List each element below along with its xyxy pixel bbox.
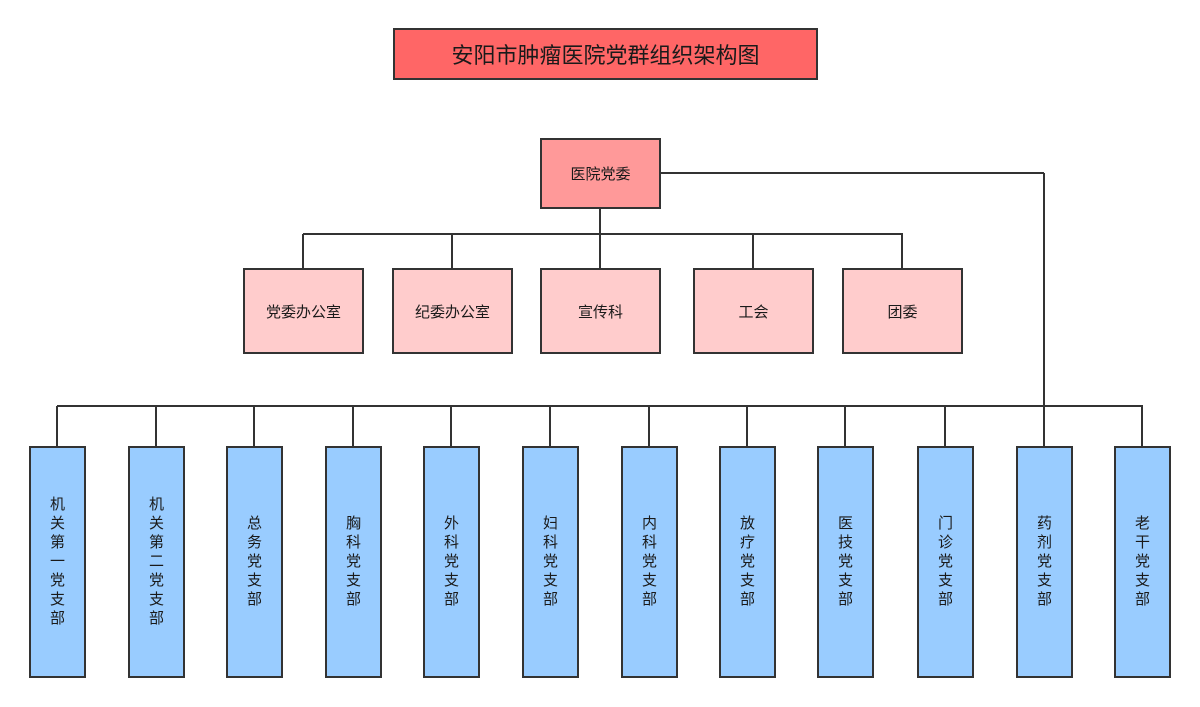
branch-node: 机关第一党支部 [29,446,86,678]
branch-node: 胸科党支部 [325,446,382,678]
dept-node: 宣传科 [540,268,661,354]
branch-node: 内科党支部 [621,446,678,678]
branch-node: 老干党支部 [1114,446,1171,678]
dept-node: 工会 [693,268,814,354]
diagram-title: 安阳市肿瘤医院党群组织架构图 [393,28,818,80]
branch-node: 药剂党支部 [1016,446,1073,678]
dept-node: 团委 [842,268,963,354]
root-node: 医院党委 [540,138,661,209]
branch-node: 总务党支部 [226,446,283,678]
branch-node: 放疗党支部 [719,446,776,678]
branch-node: 医技党支部 [817,446,874,678]
branch-node: 门诊党支部 [917,446,974,678]
branch-node: 机关第二党支部 [128,446,185,678]
dept-node: 纪委办公室 [392,268,513,354]
branch-node: 妇科党支部 [522,446,579,678]
branch-node: 外科党支部 [423,446,480,678]
dept-node: 党委办公室 [243,268,364,354]
